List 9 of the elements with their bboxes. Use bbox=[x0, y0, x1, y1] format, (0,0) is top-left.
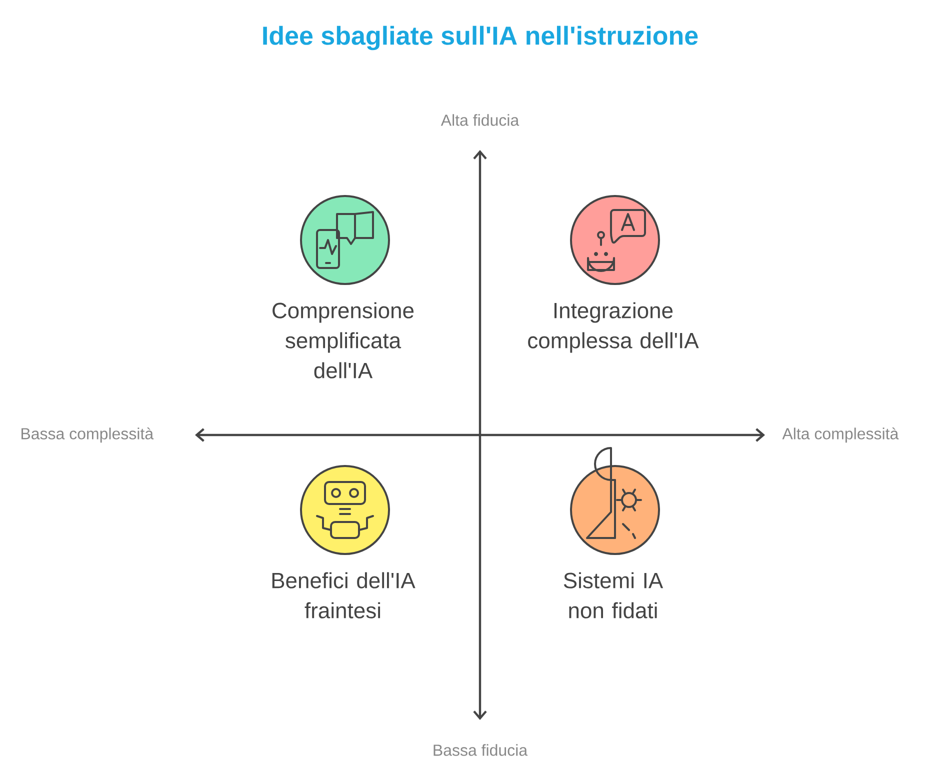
axis-label: Alta fiducia bbox=[440, 114, 520, 126]
title: Idee sbagliate sull'IA nell'istruzione bbox=[263, 26, 698, 50]
quadrant-label: Benefici dell'IA fraintesi bbox=[272, 572, 416, 618]
quadrant-label: Integrazione complessa dell'IA bbox=[528, 302, 699, 353]
axis-label: Alta complessità bbox=[782, 427, 899, 443]
quadrant-label: Comprensione semplificata dell'IA bbox=[272, 302, 414, 378]
axis-label: Bassa complessità bbox=[22, 427, 154, 443]
axis-label: Bassa fiducia bbox=[434, 744, 528, 756]
quadrant-label: Sistemi IA non fidati bbox=[564, 572, 664, 618]
